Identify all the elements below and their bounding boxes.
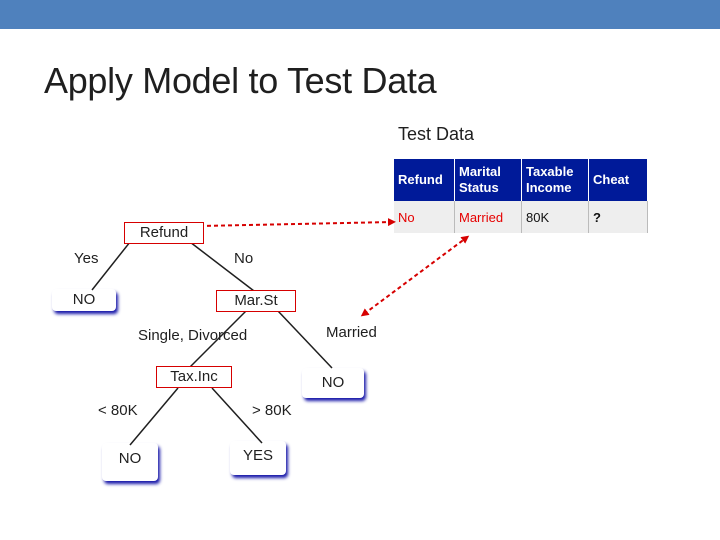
cell-taxable-income: 80K [521, 201, 589, 233]
leaf-married: NO [302, 368, 364, 398]
edge-label-less-80k: < 80K [98, 402, 138, 419]
node-taxable-income: Tax.Inc [156, 366, 232, 388]
cell-cheat: ? [588, 201, 648, 233]
edge-taxinc-left [129, 387, 179, 446]
leaf-low-income: NO [102, 443, 158, 481]
test-data-table: Refund Marital Status Taxable Income Che… [394, 159, 648, 233]
edge-label-married: Married [326, 324, 377, 341]
edge-label-greater-80k: > 80K [252, 402, 292, 419]
header-refund: Refund [394, 159, 455, 201]
leaf-high-income: YES [230, 441, 286, 475]
edge-taxinc-right [211, 387, 263, 444]
edge-label-yes: Yes [74, 250, 99, 267]
test-data-caption: Test Data [398, 124, 475, 144]
cell-marital-status: Married [454, 201, 522, 233]
edge-refund-yes [91, 241, 131, 291]
edge-label-single-divorced: Single, Divorced [138, 327, 248, 344]
dashed-arrow-refund [196, 218, 396, 230]
edge-refund-no [189, 241, 255, 292]
cell-refund: No [394, 201, 455, 233]
table-header-row: Refund Marital Status Taxable Income Che… [394, 159, 647, 201]
dashed-arrow-marital [360, 235, 470, 317]
edge-label-no: No [234, 250, 254, 267]
root-node-refund: Refund [124, 222, 204, 244]
leaf-refund-yes: NO [52, 289, 116, 311]
slide-title: Apply Model to Test Data [44, 60, 437, 101]
header-marital-status: Marital Status [454, 159, 522, 201]
top-bar [0, 0, 720, 29]
node-marital-status: Mar.St [216, 290, 296, 312]
header-taxable-income: Taxable Income [521, 159, 589, 201]
header-cheat: Cheat [588, 159, 647, 201]
table-row: No Married 80K ? [394, 201, 648, 233]
edge-marst-left [189, 310, 247, 368]
edge-marst-right [277, 310, 333, 369]
